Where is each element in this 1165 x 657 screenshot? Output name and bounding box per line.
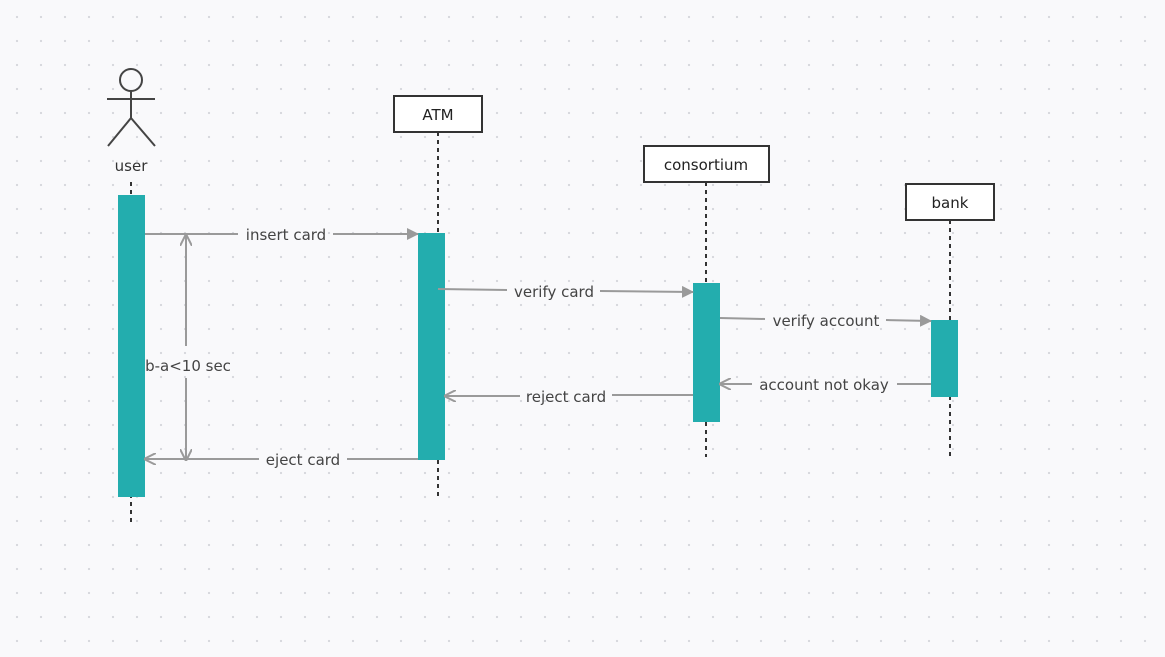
participant-bank[interactable]: bank (905, 183, 995, 221)
stick-figure-icon (107, 68, 156, 147)
constraint-label: b-a<10 sec (145, 357, 231, 375)
participant-label: ATM (422, 106, 453, 124)
message-label: reject card (526, 388, 606, 406)
message-line-segment (719, 317, 766, 320)
user-activation-bar[interactable] (118, 195, 145, 497)
participant-box (643, 145, 770, 183)
message-label: insert card (246, 226, 326, 244)
participant-label: consortium (664, 156, 748, 174)
message-verify-card[interactable]: verify card (437, 283, 694, 301)
message-arrow (599, 285, 694, 298)
bank-activation-bar[interactable] (931, 320, 958, 397)
participant-atm[interactable]: ATM (393, 95, 483, 133)
consortium-activation-bar[interactable] (693, 283, 720, 422)
actor-label: user (115, 157, 149, 175)
message-account-not-okay[interactable]: account not okay (720, 376, 931, 394)
message-line-segment (437, 288, 508, 291)
user-actor[interactable]: user (107, 68, 156, 175)
message-verify-account[interactable]: verify account (719, 312, 932, 330)
participant-consortium[interactable]: consortium (643, 145, 770, 183)
message-insert-card[interactable]: insert card (145, 226, 419, 244)
message-label: eject card (266, 451, 340, 469)
participant-box (905, 183, 995, 221)
participant-label: bank (932, 194, 969, 212)
message-label: verify card (514, 283, 594, 301)
atm-activation-bar[interactable] (418, 233, 445, 460)
message-eject-card[interactable]: eject card (145, 451, 418, 469)
message-reject-card[interactable]: reject card (445, 388, 693, 406)
participant-box (393, 95, 483, 133)
message-arrow (885, 314, 932, 327)
message-label: account not okay (759, 376, 889, 394)
message-label: verify account (773, 312, 880, 330)
duration-constraint[interactable]: b-a<10 sec (145, 235, 231, 460)
